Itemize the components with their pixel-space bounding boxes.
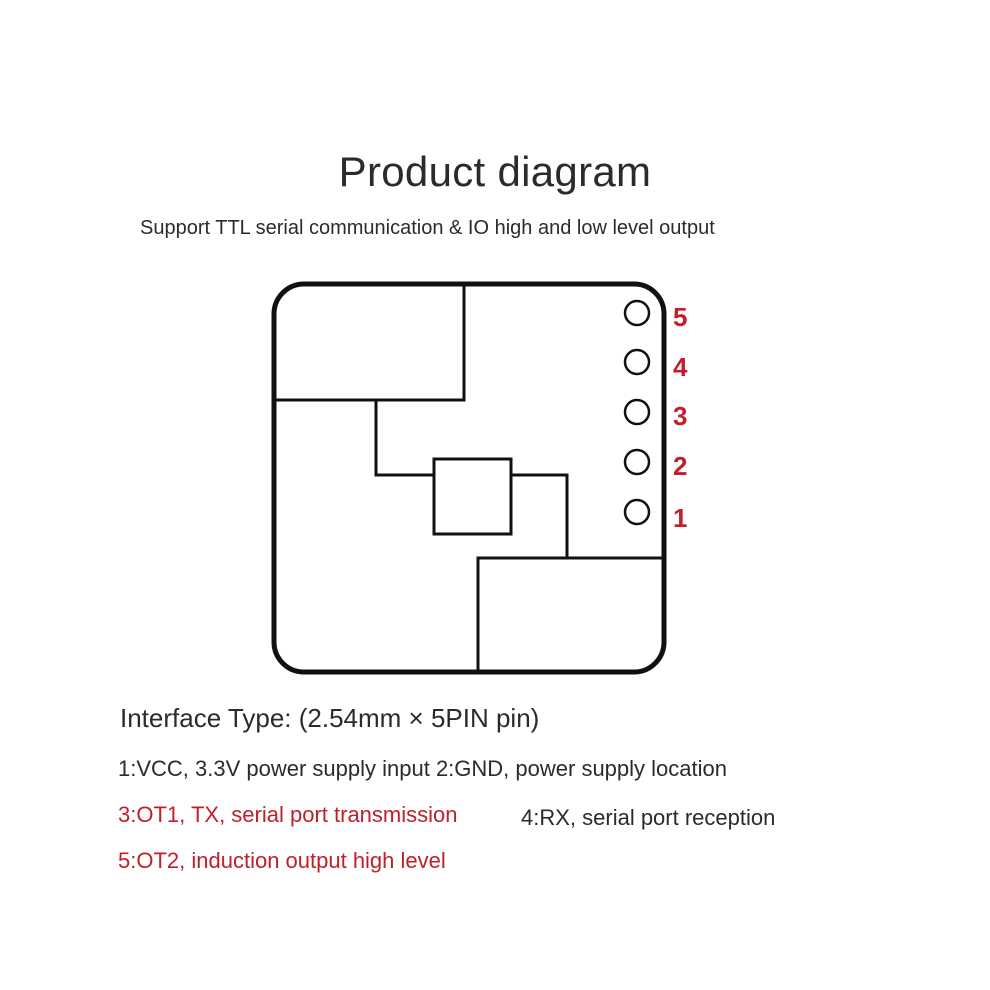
top-left-block (276, 286, 466, 402)
pin-label-1: 1 (673, 503, 687, 533)
pin4-description: 4:RX, serial port reception (521, 805, 776, 830)
diagram-subtitle: Support TTL serial communication & IO hi… (140, 217, 715, 239)
center-chip (432, 457, 513, 536)
diagram-title: Product diagram (338, 148, 652, 195)
pin-hole-1 (623, 498, 651, 526)
pin-label-2: 2 (673, 451, 687, 481)
interface-type: Interface Type: (2.54mm × 5PIN pin) (120, 703, 540, 733)
bottom-right-block (476, 556, 662, 670)
pin1-pin2-description: 1:VCC, 3.3V power supply input 2:GND, po… (118, 756, 727, 781)
pin-label-5: 5 (673, 302, 687, 332)
pin-hole-5 (623, 299, 651, 327)
pin-hole-2 (623, 448, 651, 476)
pin3-description: 3:OT1, TX, serial port transmission (118, 802, 458, 827)
trace-left (374, 400, 434, 477)
trace-right (511, 473, 569, 558)
pin5-description: 5:OT2, induction output high level (118, 848, 446, 873)
pin-hole-4 (623, 348, 651, 376)
pin-hole-3 (623, 398, 651, 426)
pin-label-3: 3 (673, 401, 687, 431)
pin-label-4: 4 (673, 352, 688, 382)
